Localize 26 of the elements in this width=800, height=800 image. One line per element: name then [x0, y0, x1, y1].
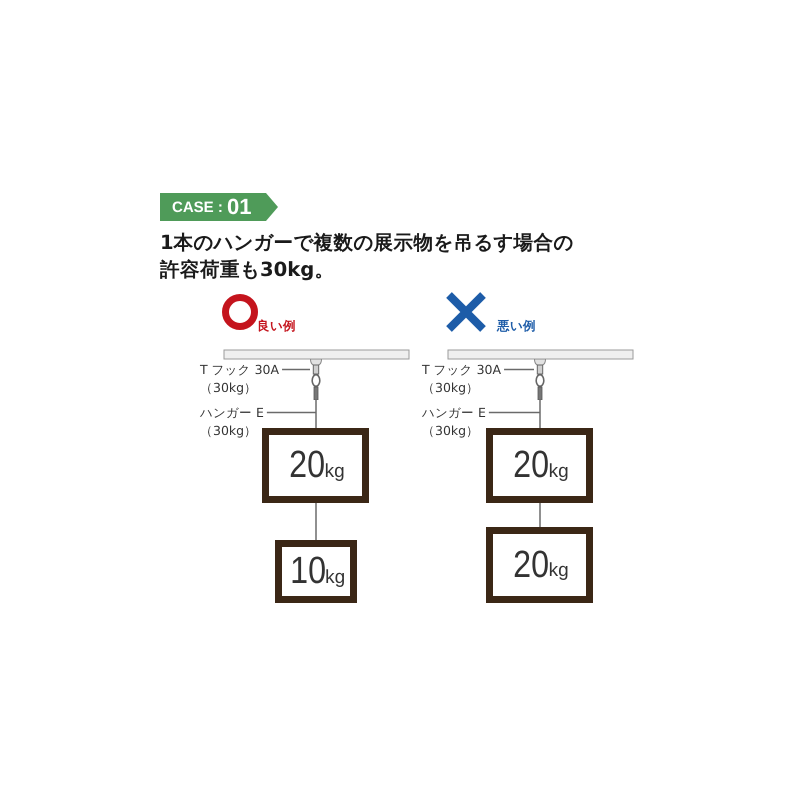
picture-frame: 20kg — [486, 428, 593, 503]
hanging-wire — [539, 400, 541, 428]
heading: 1本のハンガーで複数の展示物を吊るす場合の許容荷重も30kg。 — [160, 230, 574, 283]
hanging-wire — [315, 503, 317, 540]
part-name: T フック 30A — [422, 361, 502, 379]
hook-icon — [534, 359, 546, 400]
hook-icon — [310, 359, 322, 400]
hanging-wire — [539, 503, 541, 527]
load-rating: （30kg） — [200, 422, 258, 440]
leader-line — [488, 412, 540, 414]
case-tag: CASE : 01 — [160, 193, 278, 221]
picture-frame: 10kg — [275, 540, 357, 603]
picture-frame: 20kg — [262, 428, 369, 503]
part-name: ハンガー E — [422, 404, 486, 422]
caption-label: 良い例 — [257, 318, 296, 334]
load-rating: （30kg） — [200, 379, 258, 397]
leader-line — [282, 368, 310, 370]
load-rating: （30kg） — [422, 422, 480, 440]
part-name: ハンガー E — [200, 404, 264, 422]
leader-line — [266, 412, 316, 414]
hanging-wire — [315, 400, 317, 428]
leader-line — [504, 368, 534, 370]
caption-label: 悪い例 — [497, 318, 536, 334]
load-rating: （30kg） — [422, 379, 480, 397]
picture-frame: 20kg — [486, 527, 593, 603]
part-name: T フック 30A — [200, 361, 280, 379]
